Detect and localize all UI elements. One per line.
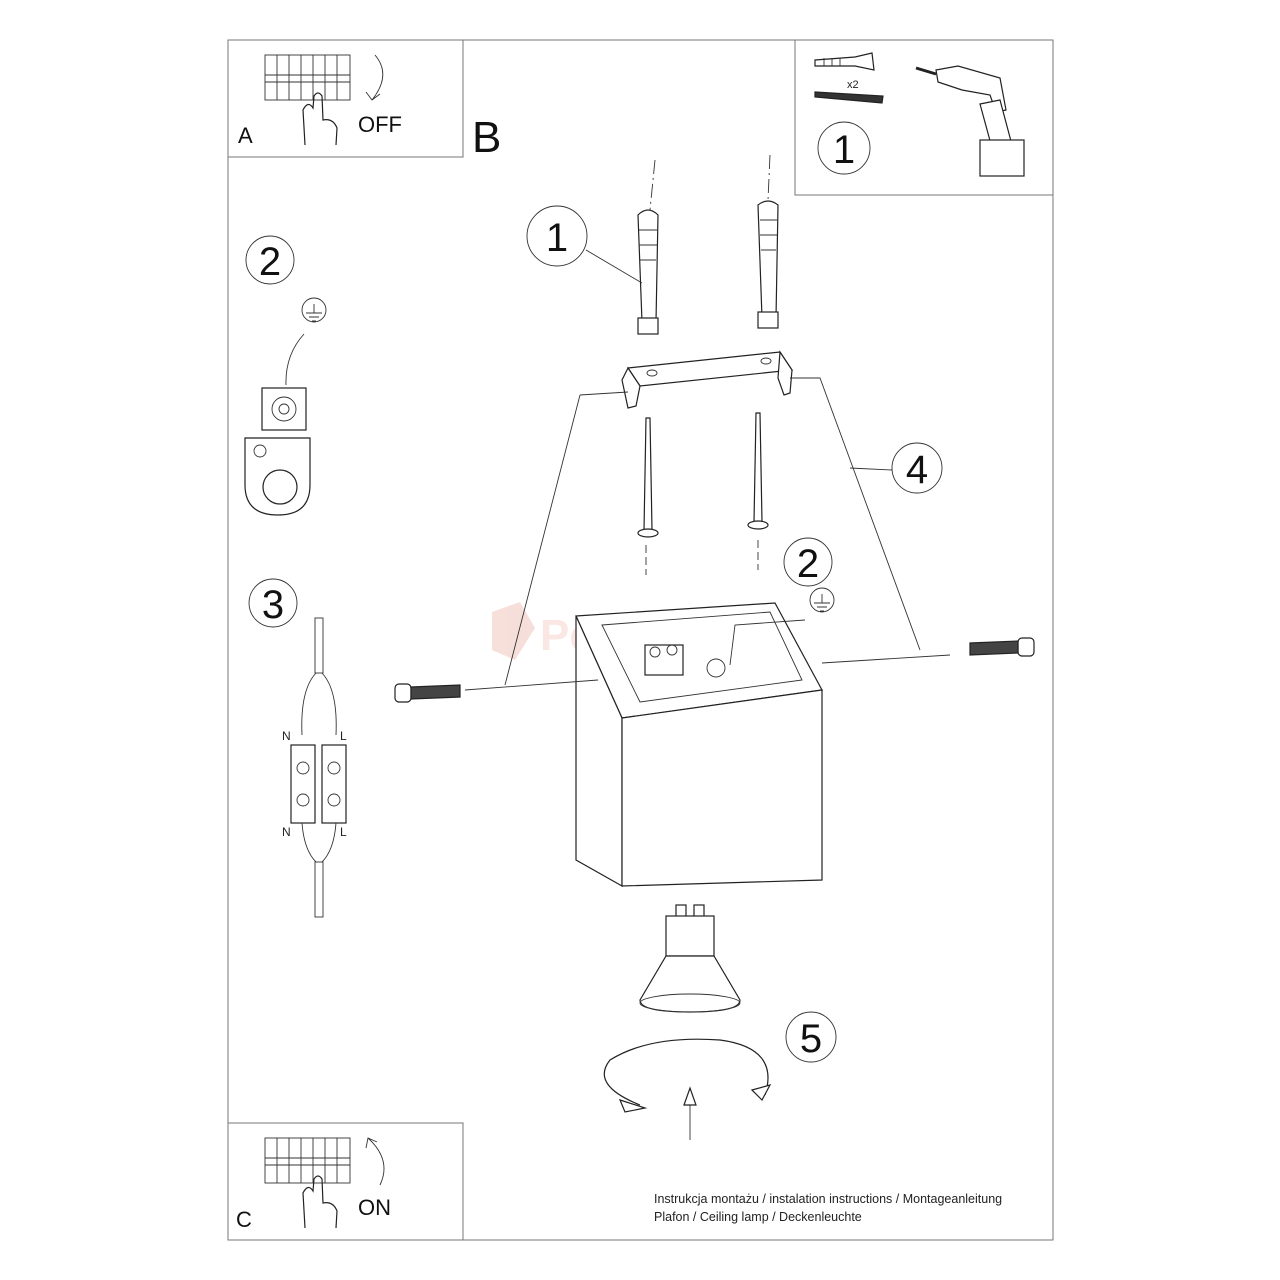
step-number-3: 3 xyxy=(262,583,284,627)
panel-a-action: OFF xyxy=(358,112,402,137)
hand-icon xyxy=(302,92,338,146)
step-number-4: 4 xyxy=(906,448,928,492)
wall-plug-left xyxy=(637,209,659,323)
wood-screws xyxy=(637,412,769,575)
ground-symbol-icon xyxy=(809,587,835,613)
connector-left xyxy=(290,744,316,824)
arrow-up-icon xyxy=(365,1137,385,1186)
terminal-block-icon xyxy=(261,387,307,431)
footer-line-1: Instrukcja montażu / instalation instruc… xyxy=(654,1192,1002,1206)
step-number-5: 5 xyxy=(800,1017,822,1061)
panel-c-letter: C xyxy=(236,1207,252,1232)
arrow-up-icon xyxy=(683,1086,697,1106)
breaker-box-icon xyxy=(264,1137,351,1184)
wire-label-n-bottom: N xyxy=(282,825,291,839)
side-screws xyxy=(394,637,1035,703)
step-number-2: 2 xyxy=(797,542,819,586)
wall-plug-icon xyxy=(814,52,875,71)
quantity-label: x2 xyxy=(847,79,859,91)
footer-line-2: Plafon / Ceiling lamp / Deckenleuchte xyxy=(654,1210,862,1224)
step-wiring: 3 N L N L xyxy=(248,578,347,918)
panel-tools: x2 1 xyxy=(794,39,1054,196)
ground-label: 2 xyxy=(783,537,835,613)
gu10-bulb xyxy=(639,904,741,1013)
wire-label-l-bottom: L xyxy=(340,825,347,839)
panel-c-action: ON xyxy=(358,1195,391,1220)
panel-c-power-on: C ON xyxy=(227,1122,464,1241)
panel-b-letter: B xyxy=(472,113,501,162)
step-number-2-left: 2 xyxy=(259,240,281,284)
tools-step-number: 1 xyxy=(833,128,855,172)
breaker-box-icon xyxy=(264,54,351,101)
page-frame xyxy=(227,39,1054,1241)
drill-icon xyxy=(915,65,1025,177)
screw-icon xyxy=(814,91,884,104)
step-number-1: 1 xyxy=(546,216,568,260)
connector-right xyxy=(321,744,347,824)
wall-plug-right xyxy=(757,200,779,319)
panel-a-power-off: A OFF xyxy=(227,39,464,158)
rotate-arrow-icon xyxy=(603,1038,769,1106)
arrow-down-icon xyxy=(365,54,384,101)
wire-label-n-top: N xyxy=(282,729,291,743)
hand-icon xyxy=(302,1175,338,1229)
lamp-body: 4 xyxy=(464,377,951,888)
step-ground-connection: 2 xyxy=(244,235,327,516)
rotate-arrows: 5 xyxy=(603,1011,837,1140)
ground-symbol-icon xyxy=(301,297,327,323)
wire-label-l-top: L xyxy=(340,729,347,743)
mounting-bracket xyxy=(621,350,794,409)
anchors-assembly: 1 xyxy=(526,154,779,335)
panel-a-letter: A xyxy=(238,123,253,148)
